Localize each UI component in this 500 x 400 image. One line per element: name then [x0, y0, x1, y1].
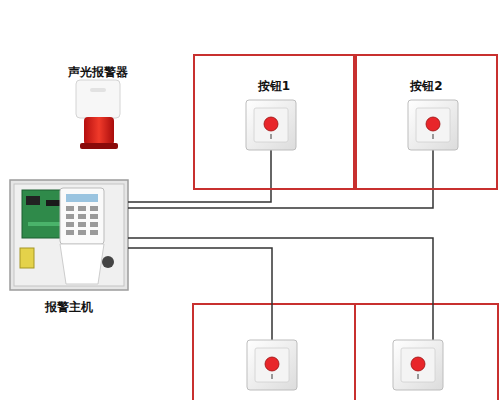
wire — [128, 190, 271, 202]
room-outline — [193, 304, 355, 400]
siren-node: 声光报警器 — [50, 60, 145, 150]
siren-illustration — [76, 80, 120, 149]
wire — [270, 150, 272, 190]
wire — [128, 190, 433, 208]
node-label: 报警主机 — [10, 299, 128, 316]
host-node: 报警主机 — [10, 180, 128, 318]
room-box: 按钮2 — [355, 54, 498, 190]
button-illustration — [246, 100, 296, 150]
node-label: 声光报警器 — [50, 64, 145, 81]
node-label: 按钮1 — [195, 78, 353, 95]
wire — [432, 150, 434, 190]
wire — [128, 238, 433, 340]
host-illustration — [10, 180, 128, 290]
button-illustration — [247, 340, 297, 390]
wire — [128, 248, 272, 340]
room-outline — [355, 304, 498, 400]
node-label: 按钮2 — [357, 78, 496, 95]
button-illustration — [408, 100, 458, 150]
room-box: 按钮1 — [193, 54, 355, 190]
button-illustration — [393, 340, 443, 390]
